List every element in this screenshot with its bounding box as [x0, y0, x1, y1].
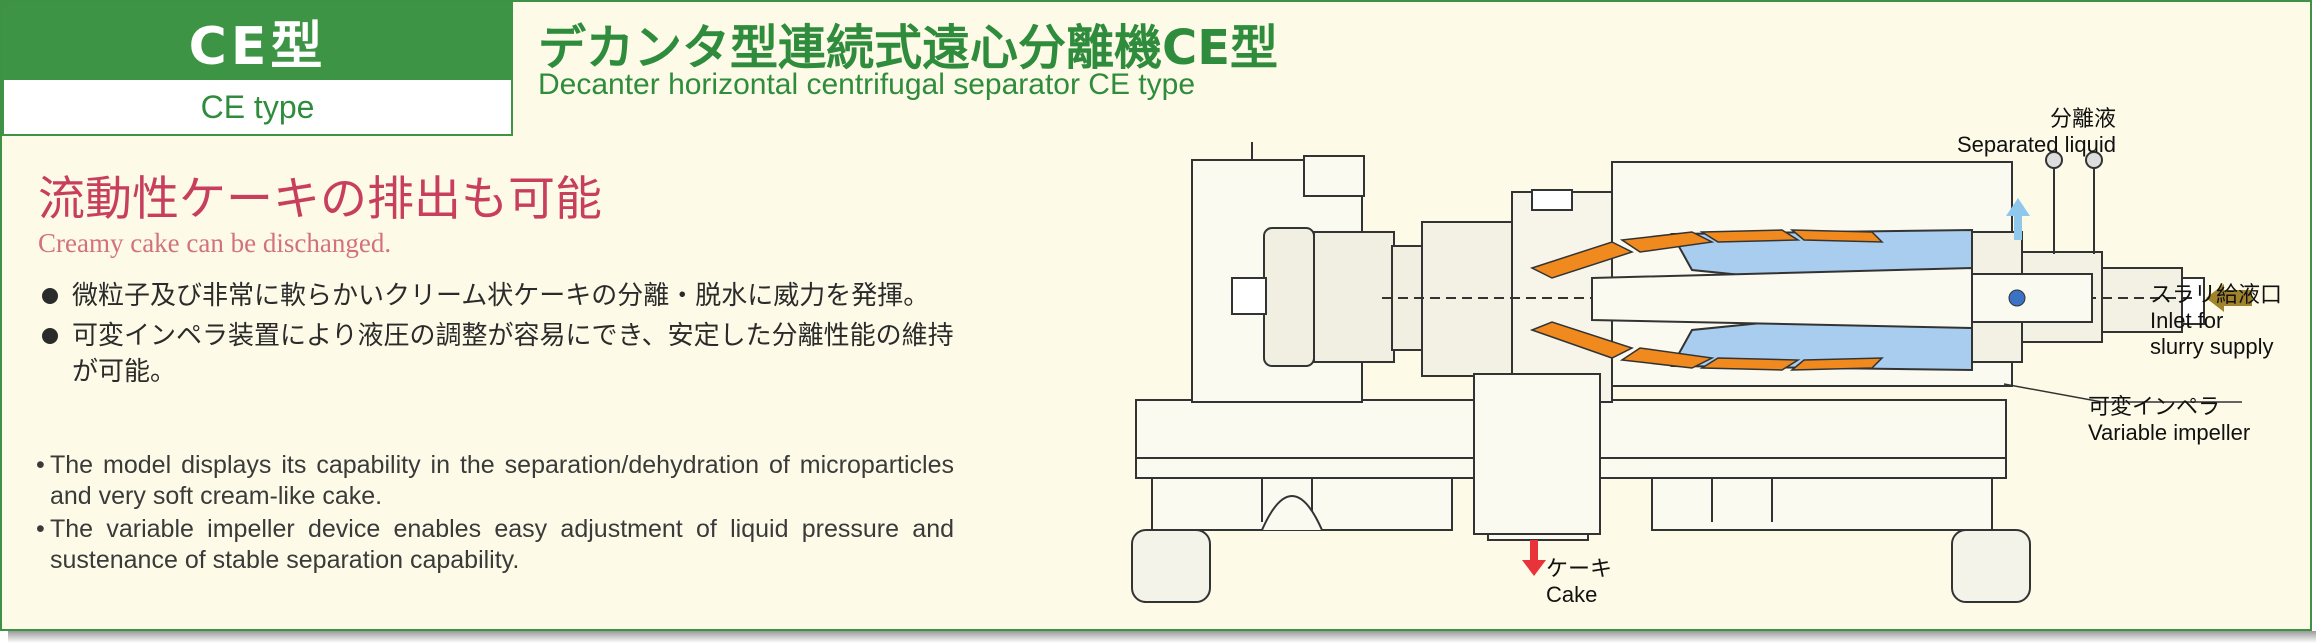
variable-impeller-label: 可変インペラ Variable impeller — [2088, 394, 2251, 445]
cake-label: ケーキ Cake — [1546, 556, 1613, 607]
bullet-icon — [42, 288, 58, 304]
list-item: 可変インペラ装置により液圧の調整が容易にでき、安定した分離性能の維持が可能。 — [42, 318, 962, 390]
bullet-marker: • — [36, 451, 45, 479]
list-item: 微粒子及び非常に軟らかいクリーム状ケーキの分離・脱水に威力を発揮。 — [42, 278, 962, 314]
separated-liquid-label: 分離液 — [2049, 106, 2116, 131]
product-panel: CE型 CE type デカンタ型連続式遠心分離機CE型 Decanter ho… — [0, 0, 2312, 631]
feature-list-ja: 微粒子及び非常に軟らかいクリーム状ケーキの分離・脱水に威力を発揮。 可変インペラ… — [42, 278, 962, 394]
model-subtitle: CE type — [200, 88, 315, 125]
slurry-inlet-arrow-icon — [2206, 284, 2224, 312]
page-subtitle: Decanter horizontal centrifugal separato… — [538, 68, 1196, 101]
list-item: •The variable impeller device enables ea… — [36, 515, 954, 574]
bullet-marker: • — [36, 515, 45, 543]
slurry-inlet-label: スラリ給液口 Inlet for slurry supply — [2150, 282, 2283, 359]
feature-list-en: •The model displays its capability in th… — [36, 450, 954, 578]
page-title: デカンタ型連続式遠心分離機CE型 — [538, 20, 1279, 76]
feature-headline-en: Creamy cake can be dischanged. — [38, 228, 392, 258]
list-item: •The model displays its capability in th… — [36, 451, 954, 510]
model-badge-sub: CE type — [2, 80, 513, 136]
separated-liquid-arrow-icon — [2006, 198, 2030, 216]
model-name: CE型 — [188, 16, 327, 77]
cake-arrow-icon — [1522, 560, 1546, 576]
separated-liquid-label-en: Separated liquid — [1956, 132, 2116, 157]
feature-headline: 流動性ケーキの排出も可能 — [38, 172, 602, 227]
panel-shadow — [8, 631, 2316, 643]
bullet-icon — [42, 328, 58, 344]
centrifuge-diagram: 分離液 Separated liquid スラリ給液口 Inlet for sl… — [1092, 102, 2312, 632]
model-badge: CE型 — [2, 2, 513, 80]
centrifuge-illustration — [1131, 142, 2252, 603]
